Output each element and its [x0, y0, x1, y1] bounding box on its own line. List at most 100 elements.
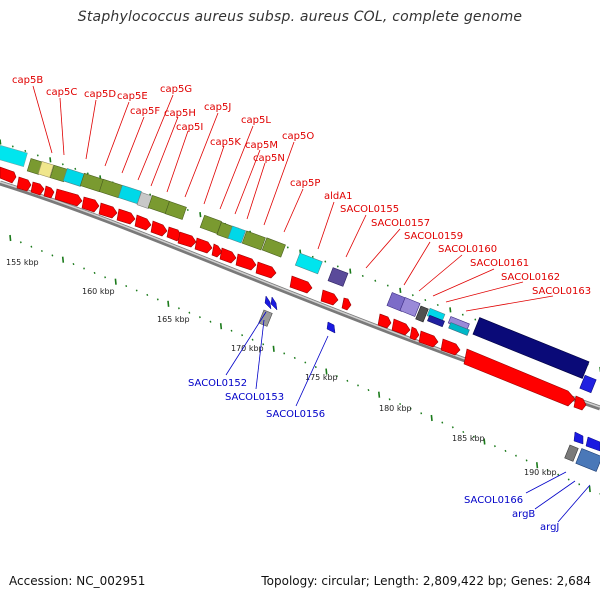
- reverse-cds-arrow: [264, 295, 272, 310]
- tick-mark: [230, 329, 233, 332]
- tick-mark: [283, 352, 286, 355]
- tick-mark: [430, 414, 433, 422]
- leader-line: [403, 241, 431, 286]
- gene-label-cap5P: cap5P: [290, 178, 320, 189]
- gene-label-cap5I: cap5I: [176, 122, 203, 133]
- kbp-labels: 155 kbp 160 kbp 165 kbp 170 kbp 175 kbp …: [6, 258, 557, 477]
- kbp-label: 180 kbp: [379, 404, 412, 413]
- gene-label-cap5O: cap5O: [282, 131, 314, 142]
- cds-arrow: [116, 208, 136, 225]
- forward-gene-labels: cap5B cap5C cap5D cap5E cap5F cap5G cap5…: [12, 75, 591, 297]
- gene-label-SACOL0153: SACOL0153: [225, 392, 284, 403]
- tick-mark: [515, 454, 517, 457]
- gene-label-SACOL0152: SACOL0152: [188, 378, 247, 389]
- cog-box: [579, 374, 597, 394]
- tick-mark: [357, 384, 359, 387]
- tick-mark: [156, 298, 159, 301]
- leader-line: [255, 319, 265, 390]
- gene-label-aldA1: aldA1: [324, 191, 352, 202]
- tick-mark: [114, 278, 117, 285]
- tick-mark: [286, 246, 289, 249]
- cog-box: [415, 305, 429, 323]
- cds-arrow: [463, 348, 576, 407]
- leader-line: [121, 116, 145, 174]
- tick-mark: [49, 157, 52, 163]
- reverse-cds-arrow: [585, 436, 600, 452]
- gene-label-cap5N: cap5N: [253, 153, 285, 164]
- cds-arrow: [219, 247, 237, 264]
- gene-label-SACOL0162: SACOL0162: [501, 272, 560, 283]
- gene-label-SACOL0163: SACOL0163: [532, 286, 591, 297]
- tick-mark: [293, 356, 296, 359]
- leader-line: [59, 97, 65, 156]
- tick-mark: [186, 208, 189, 212]
- gene-label-cap5H: cap5H: [164, 108, 196, 119]
- forward-label-leaders: [32, 85, 554, 312]
- tick-mark: [304, 361, 307, 364]
- cog-box: [227, 225, 247, 244]
- tick-mark: [578, 483, 581, 486]
- leader-line: [445, 281, 524, 303]
- tick-mark: [325, 368, 328, 375]
- cog-box: [399, 297, 421, 317]
- tick-mark: [36, 154, 39, 157]
- cds-arrow: [194, 237, 213, 254]
- tick-mark: [441, 421, 444, 424]
- kbp-label: 170 kbp: [231, 344, 264, 353]
- tick-mark: [483, 438, 486, 445]
- leader-line: [184, 112, 219, 198]
- cds-arrow: [391, 318, 411, 336]
- tick-mark: [336, 265, 339, 268]
- cds-arrow: [0, 166, 17, 184]
- leader-line: [234, 149, 261, 215]
- tick-mark: [209, 320, 212, 323]
- kbp-label: 190 kbp: [524, 468, 557, 477]
- tick-mark: [424, 299, 427, 302]
- cds-arrow: [16, 176, 32, 192]
- tick-mark: [167, 300, 170, 307]
- cog-box: [294, 252, 323, 275]
- leader-line: [557, 484, 591, 523]
- kbp-label: 155 kbp: [6, 258, 39, 267]
- leader-line: [203, 145, 225, 205]
- cog-box: [261, 237, 286, 258]
- tick-mark: [72, 263, 75, 266]
- leader-line: [465, 295, 554, 312]
- tick-mark: [388, 398, 391, 401]
- gene-label-SACOL0156: SACOL0156: [266, 409, 325, 420]
- leader-line: [166, 130, 189, 193]
- tick-mark: [536, 462, 539, 469]
- cog-box: [575, 448, 600, 472]
- gene-label-cap5E: cap5E: [117, 91, 148, 102]
- reverse-cds-arrow: [326, 321, 336, 334]
- tick-mark: [588, 486, 591, 493]
- leader-line: [295, 335, 329, 407]
- leader-line: [150, 116, 179, 187]
- tick-mark: [493, 445, 496, 448]
- genome-title: Staphylococcus aureus subsp. aureus COL,…: [77, 9, 523, 25]
- cds-arrow: [440, 338, 461, 356]
- tick-mark: [409, 407, 412, 410]
- gene-label-argB: argB: [512, 509, 535, 520]
- leader-line: [534, 480, 576, 510]
- cog-box: [117, 184, 142, 205]
- cog-box: [164, 201, 187, 220]
- tick-marks: [0, 139, 600, 495]
- tick-mark: [567, 478, 570, 481]
- gene-label-SACOL0159: SACOL0159: [404, 231, 463, 242]
- tick-mark: [335, 375, 338, 378]
- tick-mark: [125, 285, 128, 288]
- tick-mark: [272, 345, 275, 352]
- kbp-label: 165 kbp: [157, 315, 190, 324]
- cds-arrow: [255, 261, 277, 279]
- tick-mark: [199, 212, 202, 218]
- tick-mark: [61, 163, 64, 166]
- cds-arrow: [134, 214, 152, 231]
- leader-line: [219, 125, 254, 210]
- cog-box: [258, 309, 273, 327]
- cog-box: [427, 314, 445, 328]
- tick-mark: [51, 254, 54, 257]
- cds-arrow: [54, 188, 83, 207]
